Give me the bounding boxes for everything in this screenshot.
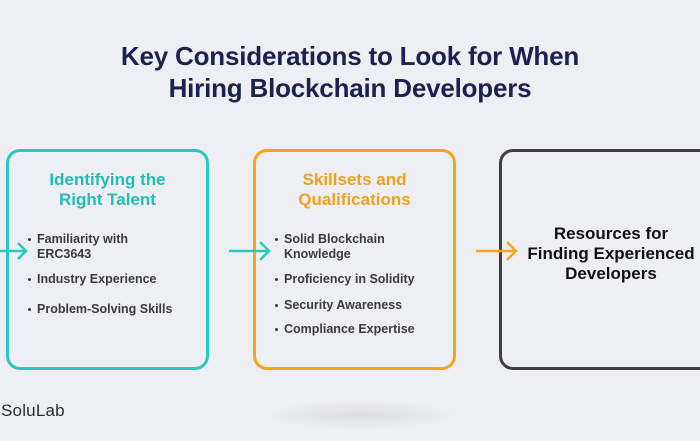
list-item-line-2: ERC3643 xyxy=(37,247,92,261)
list-item-line-1: Solid Blockchain xyxy=(284,232,385,246)
page-title: Key Considerations to Look for When Hiri… xyxy=(0,40,700,104)
arrow-right-icon xyxy=(229,241,271,261)
card-title: Identifying the Right Talent xyxy=(9,170,206,210)
card-resources: Resources for Finding Experienced Develo… xyxy=(499,149,700,370)
card-title-line-1: Resources for xyxy=(553,224,669,243)
arrow-right-icon xyxy=(0,242,28,260)
list-item: Solid Blockchain Knowledge xyxy=(275,232,415,262)
card-title-line-1: Skillsets and xyxy=(302,170,407,189)
list-item: Compliance Expertise xyxy=(275,322,415,337)
list-item-line-1: Compliance Expertise xyxy=(284,322,415,336)
card-identifying-talent: Identifying the Right Talent Familiarity… xyxy=(6,149,209,370)
card-title-line-2: Finding Experienced xyxy=(527,244,695,263)
card-title: Skillsets and Qualifications xyxy=(256,170,453,210)
card-title-line-3: Developers xyxy=(565,264,657,283)
card-title-line-1: Identifying the xyxy=(49,170,166,189)
card-list: Familiarity with ERC3643 Industry Experi… xyxy=(28,232,172,317)
list-item-line-1: Familiarity with xyxy=(37,232,128,246)
list-item-line-2: Knowledge xyxy=(284,247,351,261)
floor-shadow xyxy=(260,400,460,430)
list-item: Familiarity with ERC3643 xyxy=(28,232,172,262)
list-item-line-1: Security Awareness xyxy=(284,298,403,312)
title-line-1: Key Considerations to Look for When xyxy=(120,41,580,71)
title-line-2: Hiring Blockchain Developers xyxy=(168,73,532,103)
list-item: Security Awareness xyxy=(275,298,415,313)
card-skillsets: Skillsets and Qualifications Solid Block… xyxy=(253,149,456,370)
list-item: Proficiency in Solidity xyxy=(275,272,415,287)
card-title-line-2: Right Talent xyxy=(59,190,156,209)
brand-logo: SoluLab xyxy=(1,401,65,420)
list-item: Problem-Solving Skills xyxy=(28,302,172,317)
card-title: Resources for Finding Experienced Develo… xyxy=(516,224,700,284)
list-item-line-1: Proficiency in Solidity xyxy=(284,272,415,286)
list-item-line-1: Industry Experience xyxy=(37,272,157,286)
card-list: Solid Blockchain Knowledge Proficiency i… xyxy=(275,232,415,337)
card-title-line-2: Qualifications xyxy=(298,190,411,209)
arrow-right-icon xyxy=(476,241,518,261)
list-item-line-1: Problem-Solving Skills xyxy=(37,302,173,316)
list-item: Industry Experience xyxy=(28,272,172,287)
